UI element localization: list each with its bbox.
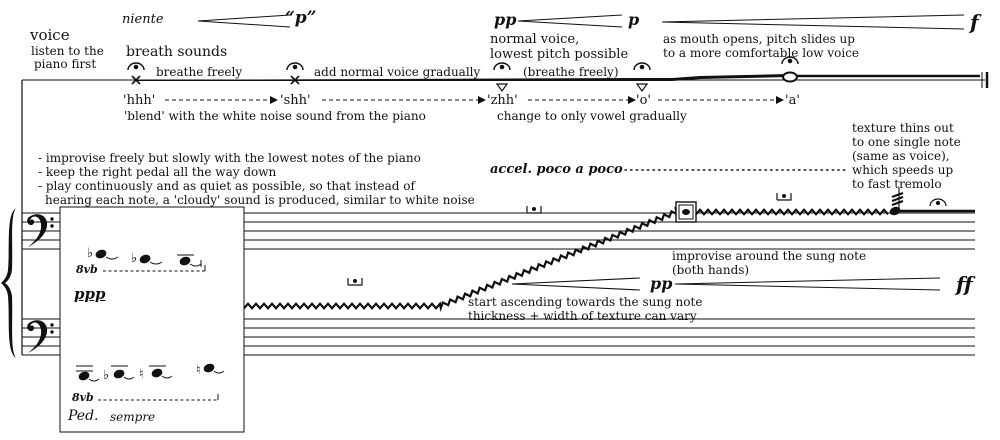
ascending-note-2: thickness + width of texture can vary: [468, 309, 697, 323]
syllable-hhh: 'hhh': [123, 93, 156, 108]
voice-part-title: voice: [30, 26, 70, 44]
improvise-note-2: (both hands): [672, 263, 750, 277]
box-upper-notes: ♭ ♭: [87, 246, 206, 272]
dynamic-p-voice: p: [628, 10, 640, 29]
syllable-zhh: 'zhh': [487, 93, 518, 108]
mouth-opens-line-2: to a more comfortable low voice: [663, 46, 860, 60]
piano-brace-icon: [1, 208, 16, 358]
piano-hairpin-crescendo: [511, 277, 941, 291]
texture-note-2: to one single note: [852, 135, 961, 149]
voice-gliss-line: [136, 74, 980, 81]
svg-text:♭: ♭: [87, 246, 93, 261]
fermata-icon: [127, 56, 799, 71]
piano-fermata-icon: [347, 193, 947, 286]
voice-hairpin-crescendo-3: [661, 14, 965, 30]
texture-note-5: to fast tremolo: [852, 177, 942, 191]
dynamic-ff-piano: ff: [956, 272, 973, 296]
mouth-opens-line-1: as mouth opens, pitch slides up: [663, 32, 855, 46]
piano-instruction-1: - improvise freely but slowly with the l…: [38, 151, 421, 165]
dynamic-pp-voice: pp: [494, 10, 517, 29]
accel-marking: accel. poco a poco: [490, 162, 623, 177]
svg-text:♭: ♭: [131, 251, 137, 266]
x-notehead-icon: [131, 75, 300, 85]
bass-clef-icon: [27, 214, 54, 353]
ottava-upper: 8vb: [76, 263, 98, 276]
texture-note-3: (same as voice),: [852, 149, 950, 163]
syllable-shh: 'shh': [280, 93, 311, 108]
whole-note-icon: [782, 71, 798, 83]
tremolo-note-icon: [889, 188, 975, 216]
breathe-freely-paren-label: (breathe freely): [523, 65, 619, 79]
voice-instruction-line-1: listen to the: [31, 44, 104, 58]
ascending-note-1: start ascending towards the sung note: [468, 295, 703, 309]
svg-text:♭: ♭: [103, 368, 109, 383]
pedal-sempre: sempre: [110, 410, 156, 424]
arrowhead-icon: [270, 96, 784, 104]
piano-instruction-4: hearing each note, a 'cloudy' sound is p…: [45, 193, 475, 207]
voice-hairpin-crescendo-1: [197, 14, 291, 28]
texture-note-4: which speeds up: [852, 163, 954, 177]
dynamic-p-quoted: “p”: [285, 8, 317, 28]
boxed-note-icon: [675, 201, 697, 223]
normal-voice-line-2: lowest pitch possible: [490, 47, 629, 62]
voice-instruction-line-2: piano first: [34, 57, 97, 71]
dynamic-ppp-piano: ppp: [74, 285, 106, 303]
add-normal-voice-label: add normal voice gradually: [314, 65, 481, 79]
breathe-freely-label: breathe freely: [156, 65, 243, 79]
improvisation-box: [59, 206, 245, 433]
box-lower-notes: ♭ ♮ ♮: [76, 363, 225, 401]
svg-text:♮: ♮: [139, 367, 144, 382]
dynamic-pp-piano: pp: [650, 274, 673, 293]
ottava-lower: 8vb: [72, 391, 94, 404]
change-vowel-note: change to only vowel gradually: [497, 109, 687, 123]
pedal-marking: Ped.: [68, 408, 99, 424]
breath-sounds-label: breath sounds: [126, 44, 228, 60]
triangle-notehead-icon: [495, 83, 649, 93]
blend-note: 'blend' with the white noise sound from …: [124, 109, 426, 123]
voice-hairpin-crescendo-2: [517, 14, 623, 28]
normal-voice-line-1: normal voice,: [490, 32, 580, 47]
cluster-texture-line: [243, 206, 889, 313]
syllable-a: 'a': [785, 93, 800, 108]
piano-instruction-2: - keep the right pedal all the way down: [38, 165, 277, 179]
svg-text:♮: ♮: [196, 363, 201, 378]
piano-instruction-3: - play continuously and as quiet as poss…: [38, 179, 415, 193]
dynamic-niente: niente: [122, 12, 164, 27]
texture-note-1: texture thins out: [852, 121, 954, 135]
syllable-o: 'o': [636, 93, 651, 108]
dynamic-f-voice: f: [970, 10, 979, 34]
improvise-note-1: improvise around the sung note: [672, 249, 867, 263]
